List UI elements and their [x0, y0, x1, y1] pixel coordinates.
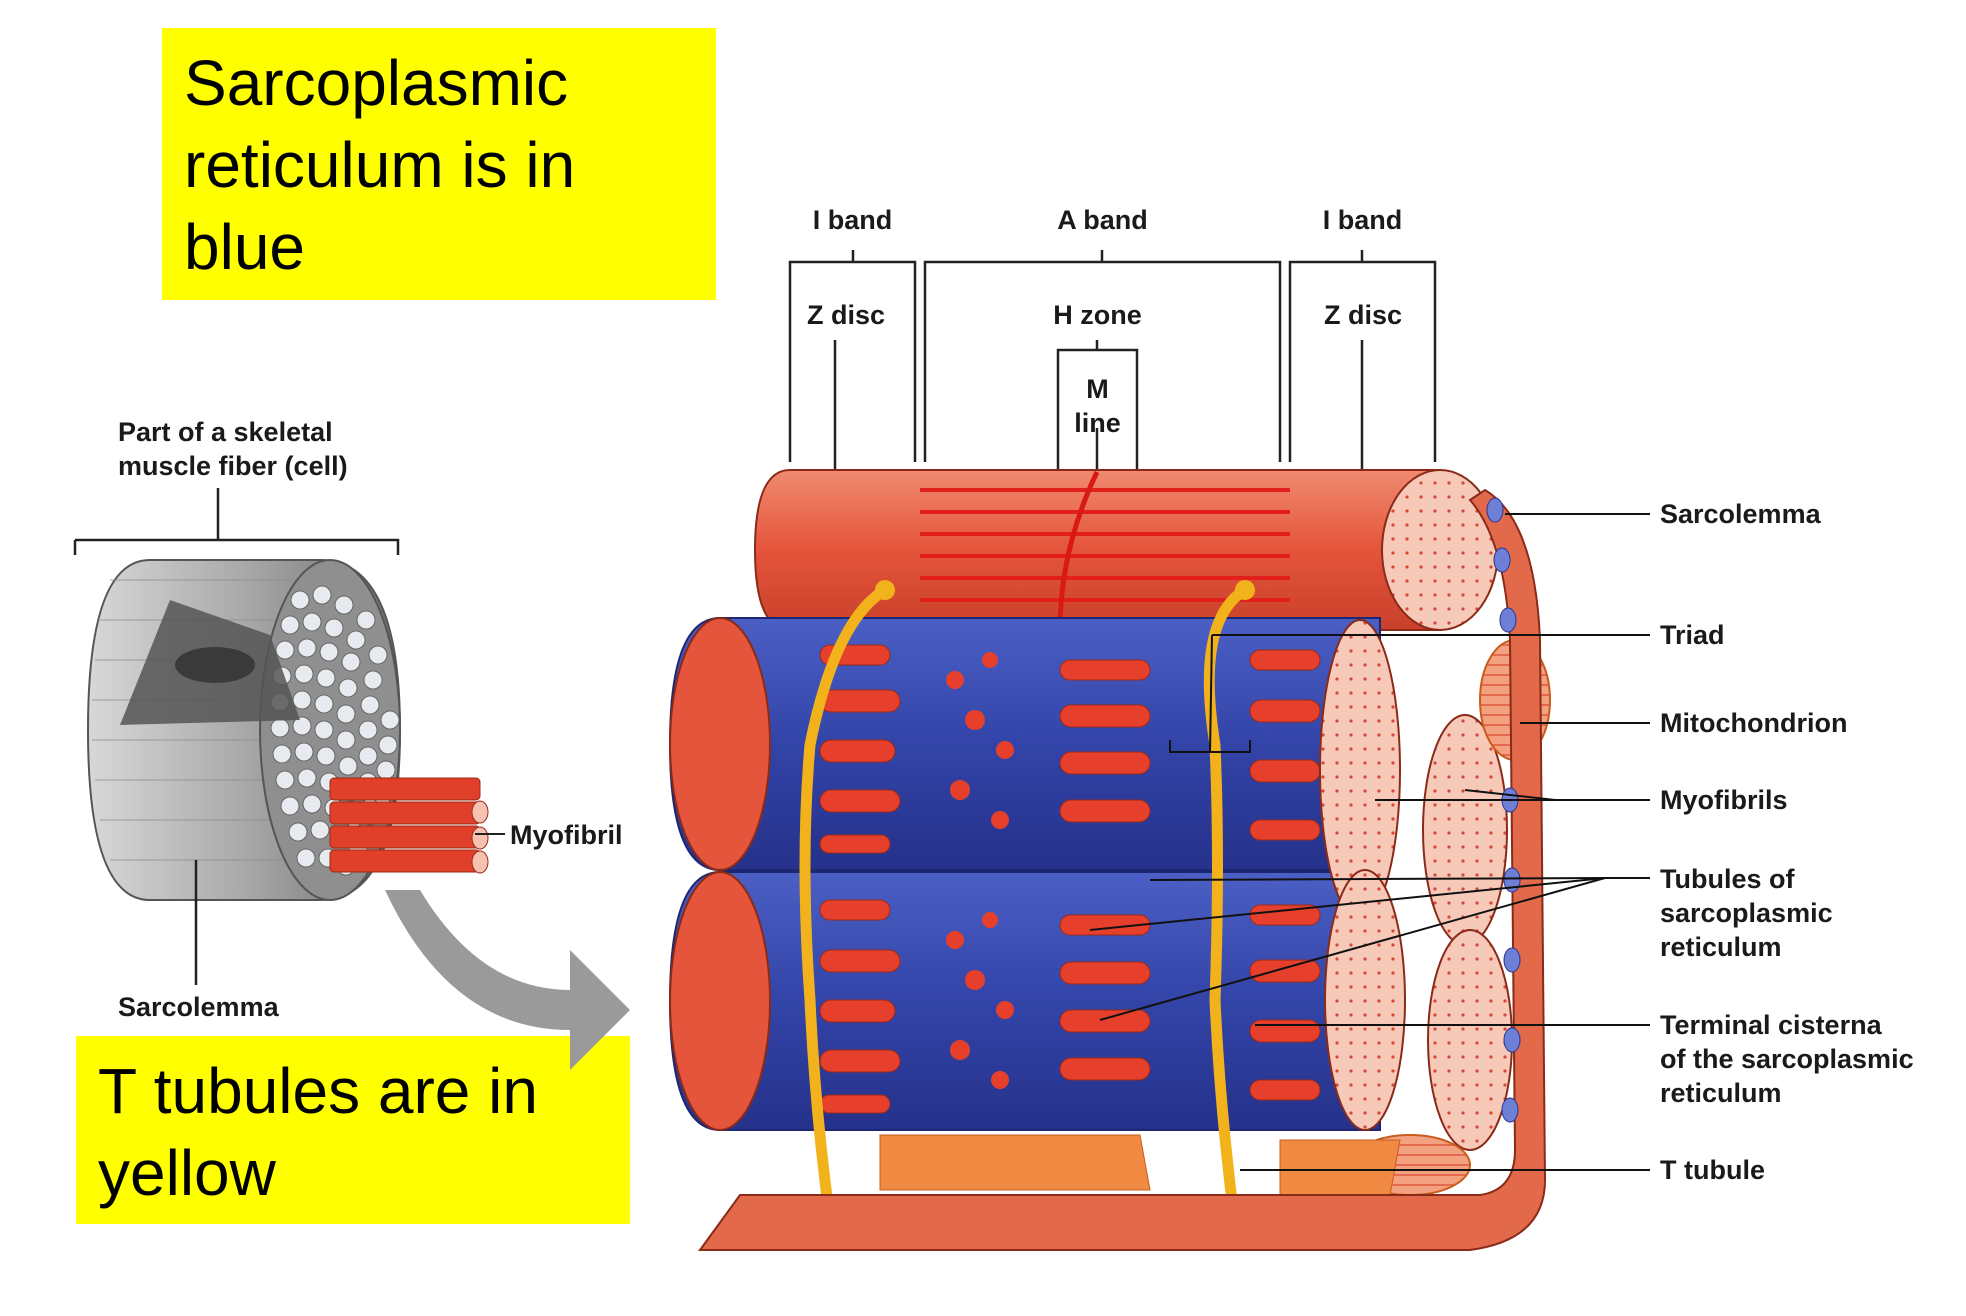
sr-wrapped-myofibrils — [668, 488, 1551, 1251]
i-band-left-label: I band — [812, 205, 893, 235]
triad-label: Triad — [1660, 620, 1725, 650]
i-band-right-label: I band — [1322, 205, 1403, 235]
m-line-label-2: line — [1074, 408, 1121, 438]
tubules-sr-label-2: sarcoplasmic — [1660, 898, 1833, 928]
z-disc-right-label: Z disc — [1323, 300, 1403, 330]
fiber-label: Part of a skeletal muscle fiber (cell) — [118, 415, 348, 483]
top-myofibril — [753, 469, 1499, 631]
sr-color-note: Sarcoplasmic reticulum is in blue — [162, 28, 716, 300]
myofibril-bundle — [329, 777, 505, 874]
band-brackets — [788, 250, 1437, 488]
sarcolemma-right-label: Sarcolemma — [1660, 499, 1821, 529]
terminal-cisterna-label-2: of the sarcoplasmic — [1660, 1044, 1914, 1074]
sarcolemma-left-label: Sarcolemma — [118, 992, 279, 1022]
fiber-label-line2: muscle fiber (cell) — [118, 451, 348, 481]
tubules-sr-label-3: reticulum — [1660, 932, 1782, 962]
sr-note-text: Sarcoplasmic reticulum is in blue — [184, 47, 576, 283]
tt-color-note: T tubules are in yellow — [76, 1036, 630, 1224]
z-disc-left-label: Z disc — [806, 300, 886, 330]
terminal-cisterna-label-1: Terminal cisterna — [1660, 1010, 1882, 1040]
m-line-label: M line — [1060, 372, 1135, 440]
muscle-fiber-illustration — [73, 488, 402, 985]
myofibril-label: Myofibril — [510, 820, 623, 850]
terminal-cisterna-label: Terminal cisterna of the sarcoplasmic re… — [1660, 1008, 1914, 1110]
fiber-label-line1: Part of a skeletal — [118, 417, 333, 447]
mitochondrion-label: Mitochondrion — [1660, 708, 1848, 738]
t-tubule-label: T tubule — [1660, 1155, 1765, 1185]
h-zone-label: H zone — [1053, 300, 1142, 330]
m-line-label-1: M — [1086, 374, 1109, 404]
myofibrils-label: Myofibrils — [1660, 785, 1788, 815]
tubules-sr-label-1: Tubules of — [1660, 864, 1795, 894]
tubules-sr-label: Tubules of sarcoplasmic reticulum — [1660, 862, 1833, 964]
terminal-cisterna-label-3: reticulum — [1660, 1078, 1782, 1108]
a-band-label: A band — [1057, 205, 1148, 235]
zoom-arrow — [385, 890, 630, 1070]
leader-lines — [1089, 513, 1650, 1171]
tt-note-text: T tubules are in yellow — [98, 1055, 538, 1209]
